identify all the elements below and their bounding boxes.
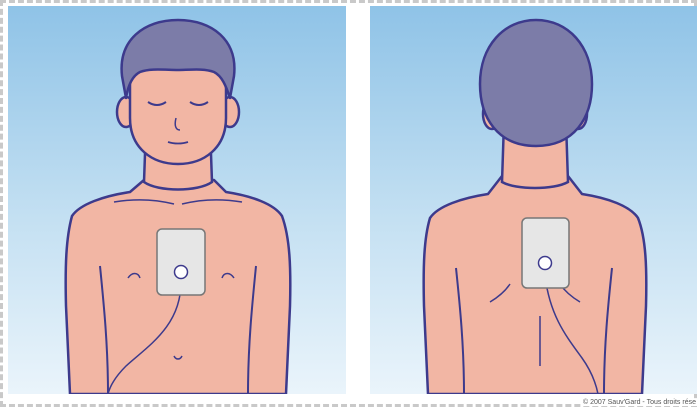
copyright-notice: © 2007 Sauv'Gard - Tous droits rése — [582, 399, 697, 406]
chest-electrode-pad — [157, 229, 205, 295]
chest-electrode-connector-icon — [175, 266, 188, 279]
back-hair — [480, 20, 592, 146]
boy-back-illustration — [370, 6, 697, 394]
back-electrode-pad — [522, 218, 569, 288]
boy-front-illustration — [8, 6, 346, 394]
back-electrode-connector-icon — [539, 257, 552, 270]
front-view-panel — [8, 6, 346, 394]
back-view-panel — [370, 6, 697, 394]
